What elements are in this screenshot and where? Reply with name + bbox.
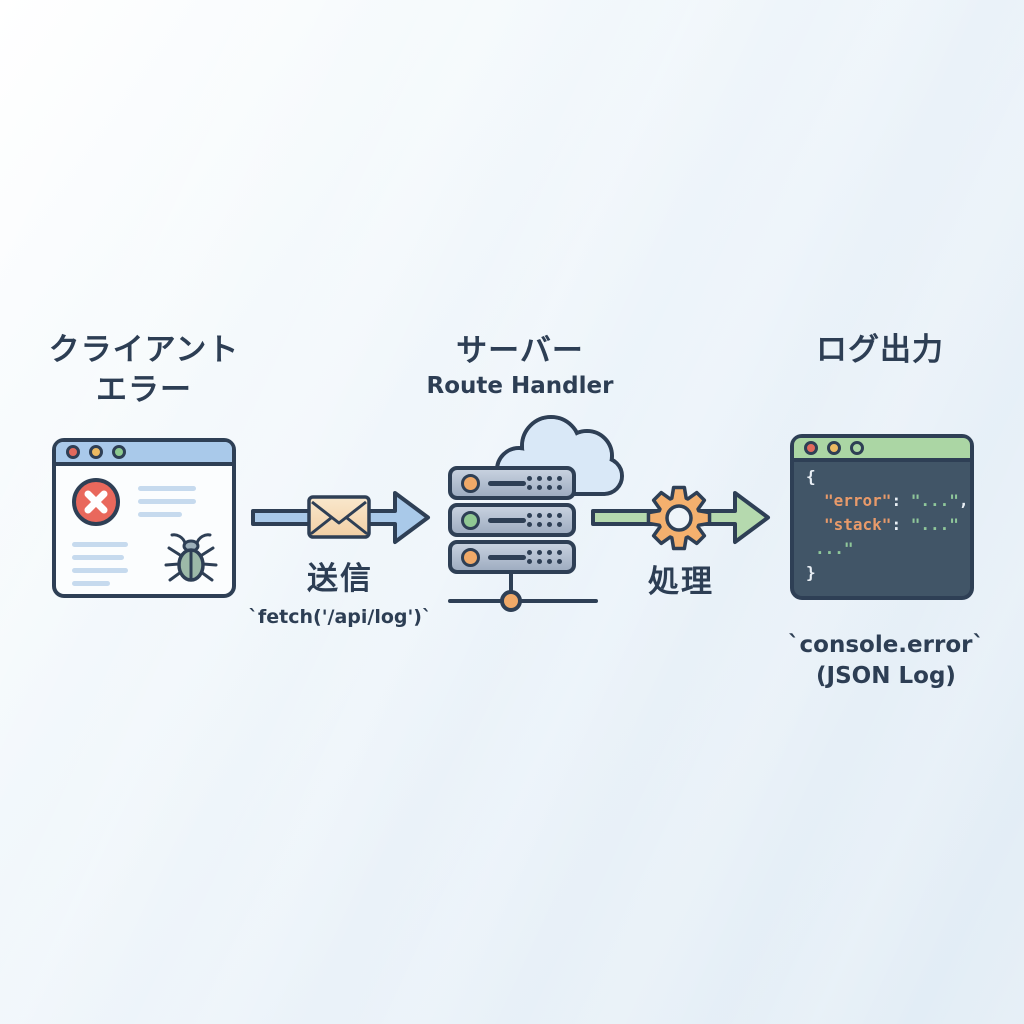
traffic-light-red-icon — [66, 445, 80, 459]
server-dash — [488, 554, 526, 560]
code-window-icon: { "error": "...", "stack": "..." ..." } — [790, 434, 974, 600]
traffic-light-green-icon — [112, 445, 126, 459]
bug-icon — [164, 533, 218, 582]
text-line-skeleton — [138, 512, 182, 517]
x-mark — [84, 490, 108, 514]
code-line-stack: "stack": "..." — [806, 513, 959, 537]
text-line-skeleton — [72, 568, 128, 573]
json-colon: : — [891, 491, 911, 510]
server-led-icon — [461, 473, 480, 493]
text-line-skeleton — [138, 499, 196, 504]
traffic-light-hollow-icon — [850, 441, 864, 455]
log-heading-title: ログ出力 — [816, 332, 944, 368]
json-value: "..." — [910, 515, 959, 534]
code-line-error: "error": "...", — [806, 489, 969, 513]
code-line-open: { — [806, 467, 816, 486]
network-stem-line — [509, 572, 513, 594]
json-key: "error" — [824, 491, 892, 510]
json-value: "..." — [910, 491, 959, 510]
server-rack-unit — [448, 503, 576, 537]
text-line-skeleton — [72, 542, 128, 547]
text-line-skeleton — [72, 581, 110, 586]
traffic-light-yellow-icon — [89, 445, 103, 459]
network-bus-line — [448, 599, 598, 603]
server-rack-unit — [448, 540, 576, 574]
log-caption: `console.error` (JSON Log) — [770, 630, 1002, 692]
browser-window-icon — [52, 438, 236, 598]
server-dash — [488, 480, 526, 486]
client-heading: クライアント エラー — [29, 330, 259, 410]
code-line-ellipsis: ..." — [815, 539, 854, 558]
log-caption-line1: `console.error` — [788, 632, 984, 658]
server-rack-unit — [448, 466, 576, 500]
client-heading-line1: クライアント — [48, 332, 240, 368]
json-key: "stack" — [824, 515, 892, 534]
server-heading-title: サーバー — [456, 333, 584, 369]
json-log-snippet: { "error": "...", "stack": "..." ..." } — [794, 462, 970, 585]
server-led-icon — [461, 510, 480, 530]
error-cross-icon — [72, 478, 120, 526]
server-vents-icon — [527, 550, 562, 564]
send-code-label: `fetch('/api/log')` — [248, 606, 432, 628]
server-dash — [488, 517, 526, 523]
code-titlebar — [794, 438, 970, 462]
server-heading: サーバー Route Handler — [400, 331, 640, 401]
text-line-skeleton — [138, 486, 196, 491]
traffic-light-yellow-icon — [827, 441, 841, 455]
envelope-icon — [307, 495, 371, 539]
log-heading: ログ出力 — [780, 330, 980, 370]
json-comma: , — [958, 491, 969, 510]
server-vents-icon — [527, 476, 562, 490]
text-line-skeleton — [72, 555, 124, 560]
server-led-icon — [461, 547, 480, 567]
server-vents-icon — [527, 513, 562, 527]
network-node-icon — [500, 590, 522, 612]
client-heading-line2: エラー — [96, 372, 192, 408]
process-label: 処理 — [648, 564, 714, 600]
json-colon: : — [891, 515, 911, 534]
gear-icon — [646, 485, 712, 551]
code-line-close: } — [806, 563, 816, 582]
traffic-light-red-icon — [804, 441, 818, 455]
browser-titlebar — [56, 442, 232, 466]
log-caption-line2: (JSON Log) — [816, 663, 956, 689]
send-label: 送信 — [307, 561, 373, 597]
server-heading-subtitle: Route Handler — [426, 373, 614, 399]
